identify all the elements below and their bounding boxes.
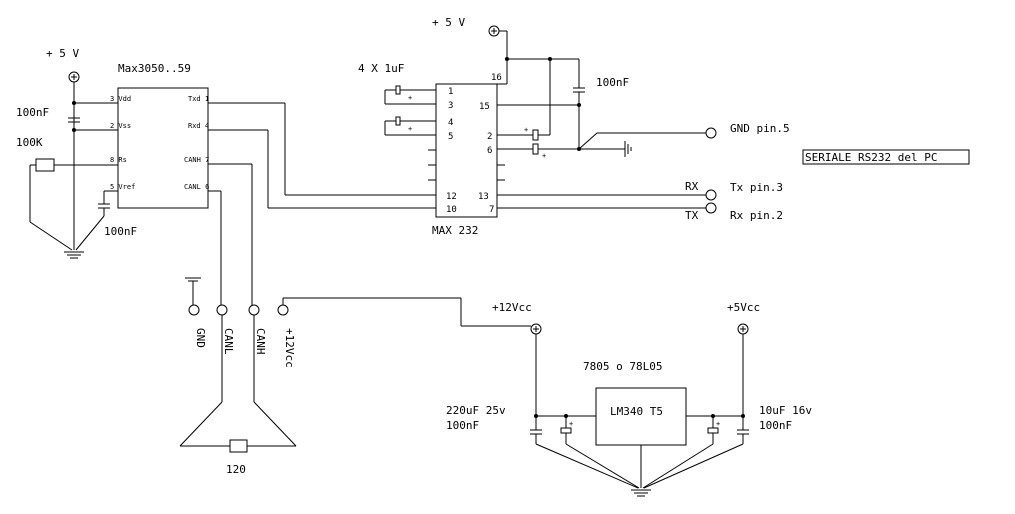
- max232-pin-10: 10: [446, 205, 457, 215]
- pin-rxd: Rxd 4: [188, 122, 209, 130]
- label-reg-name: LM340 T5: [610, 405, 663, 418]
- polarity-c4: +: [542, 152, 546, 160]
- label-rx: RX: [685, 180, 699, 193]
- max232-pin-6: 6: [487, 146, 492, 156]
- label-cap-220uf: 220uF 25v: [446, 404, 506, 417]
- terminal-tx: [705, 202, 717, 214]
- max232-pin-1: 1: [448, 87, 453, 97]
- cap-220uf: [560, 427, 572, 434]
- label-conn-canh: CANH: [254, 328, 267, 355]
- max232-chip: [435, 83, 498, 218]
- resistor-100k: [35, 158, 55, 172]
- resistor-120: [229, 439, 248, 453]
- label-chip-title: Max3050..59: [118, 62, 191, 75]
- label-plus5v-left: + 5 V: [46, 47, 79, 60]
- label-cap-100nf-bottom: 100nF: [104, 225, 137, 238]
- label-caps-4x1uf: 4 X 1uF: [358, 62, 404, 75]
- max3050-chip: [117, 87, 209, 209]
- label-tx: TX: [685, 209, 699, 222]
- label-tx-pin3: Tx pin.3: [730, 181, 783, 194]
- connector-canl: [216, 304, 228, 316]
- max232-pin-7: 7: [489, 205, 494, 215]
- pin-canh: CANH 7: [184, 156, 209, 164]
- connector-gnd: [188, 304, 200, 316]
- label-plus12vcc: +12Vcc: [492, 301, 532, 314]
- label-res-100k: 100K: [16, 136, 43, 149]
- serial-port-box: [802, 149, 970, 165]
- label-conn-gnd: GND: [194, 328, 207, 348]
- label-cap-10uf: 10uF 16v: [759, 404, 812, 417]
- terminal-gnd-pin5: [705, 127, 717, 139]
- cap-1uf-c3: [532, 129, 539, 141]
- pin-vss: 2 Vss: [110, 122, 131, 130]
- label-res-120: 120: [226, 463, 246, 476]
- terminal-rx: [705, 189, 717, 201]
- label-gnd-pin5: GND pin.5: [730, 122, 790, 135]
- polarity-c10: +: [716, 420, 720, 428]
- label-serial-box: SERIALE RS232 del PC: [805, 151, 937, 164]
- label-cap-100nf-top: 100nF: [16, 106, 49, 119]
- max232-pin-12: 12: [446, 192, 457, 202]
- label-plus5v-top: + 5 V: [432, 16, 465, 29]
- max232-pin-16: 16: [491, 73, 502, 83]
- polarity-c2: +: [408, 125, 412, 133]
- max232-pin-2: 2: [487, 132, 492, 142]
- pin-canl: CANL 6: [184, 183, 209, 191]
- max232-pin-15: 15: [479, 102, 490, 112]
- max232-pin-13: 13: [478, 192, 489, 202]
- polarity-c1: +: [408, 94, 412, 102]
- connector-12v: [277, 304, 289, 316]
- label-conn-12v: +12Vcc: [283, 328, 296, 368]
- pin-rs: 8 Rs: [110, 156, 127, 164]
- label-rx-pin2: Rx pin.2: [730, 209, 783, 222]
- connector-canh: [248, 304, 260, 316]
- polarity-c3: +: [524, 126, 528, 134]
- label-cap-100nf-reg-left: 100nF: [446, 419, 479, 432]
- cap-10uf: [707, 427, 719, 434]
- max232-pin-4: 4: [448, 118, 453, 128]
- label-conn-canl: CANL: [222, 328, 235, 355]
- polarity-c220: +: [569, 420, 573, 428]
- cap-1uf-c1: [395, 85, 401, 95]
- cap-1uf-c2: [395, 116, 401, 126]
- label-cap-100nf-right: 100nF: [596, 76, 629, 89]
- max232-pin-3: 3: [448, 101, 453, 111]
- label-max232: MAX 232: [432, 224, 478, 237]
- pin-vref: 5 Vref: [110, 183, 135, 191]
- pin-vdd: 3 Vdd: [110, 95, 131, 103]
- pin-txd: Txd 1: [188, 95, 209, 103]
- cap-1uf-c4: [532, 143, 539, 155]
- regulator-lm340: [595, 387, 687, 446]
- label-plus5vcc: +5Vcc: [727, 301, 760, 314]
- label-reg-alt: 7805 o 78L05: [583, 360, 662, 373]
- label-cap-100nf-reg-right: 100nF: [759, 419, 792, 432]
- max232-pin-5: 5: [448, 132, 453, 142]
